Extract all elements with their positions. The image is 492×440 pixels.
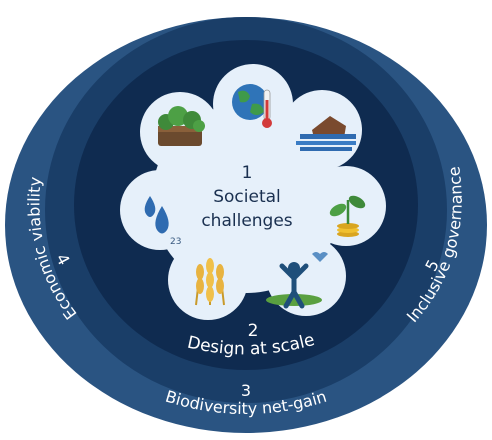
center-number: 1 [242,163,253,183]
water-drop-caption: 23 [170,237,181,247]
center-title-line1: Societal [213,187,281,207]
design-number: 2 [248,321,259,341]
soil-vegetation-icon [158,106,205,146]
person-health-icon [266,252,328,309]
earth-thermometer-icon [232,84,272,128]
biodiversity-number: 3 [241,381,251,400]
flooded-house-icon [296,116,356,151]
center-title-line2: challenges [201,211,292,231]
plant-coins-icon [329,195,366,237]
water-drop-icon: 23 [144,196,181,247]
wheat-icon [195,258,225,306]
